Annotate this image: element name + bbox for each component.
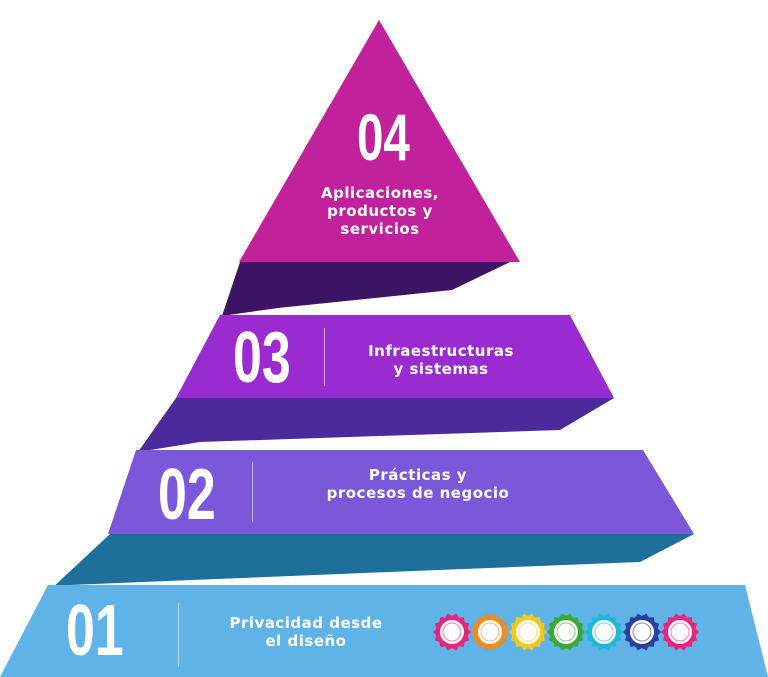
level-02-label: Prácticas y procesos de negocio bbox=[288, 466, 548, 502]
badge-inner-ring bbox=[518, 622, 538, 642]
level-03-number: 03 bbox=[233, 318, 291, 398]
level-01-label: Privacidad desde el diseño bbox=[196, 614, 416, 650]
level-04-label-line-1: Aplicaciones, bbox=[321, 184, 439, 202]
level-01-divider bbox=[178, 603, 179, 667]
level-02-divider bbox=[252, 462, 253, 522]
principles-badges bbox=[433, 613, 699, 651]
badge-inner-ring bbox=[442, 622, 462, 642]
badge-inner-circle bbox=[630, 620, 654, 644]
connector-band-3-4 bbox=[222, 262, 510, 316]
badge-inner-ring bbox=[556, 622, 576, 642]
connector-band-2-3 bbox=[138, 398, 614, 452]
badge-inner-circle bbox=[516, 620, 540, 644]
level-01-label-line-1: Privacidad desde bbox=[229, 614, 383, 632]
badge-inner-circle bbox=[440, 620, 464, 644]
level-01-label-line-2: el diseño bbox=[265, 632, 347, 650]
level-02-band bbox=[108, 450, 694, 534]
level-03-divider bbox=[324, 328, 325, 386]
level-03-label: Infraestructuras y sistemas bbox=[336, 342, 546, 378]
level-04-label: Aplicaciones, productos y servicios bbox=[300, 184, 460, 238]
level-04-label-line-3: servicios bbox=[340, 220, 420, 238]
badge-inner-circle bbox=[478, 620, 502, 644]
level-01-number: 01 bbox=[66, 591, 124, 671]
level-04-label-line-2: productos y bbox=[327, 202, 433, 220]
badge-inner-circle bbox=[668, 620, 692, 644]
level-03-label-line-1: Infraestructuras bbox=[368, 342, 514, 360]
level-02-label-line-1: Prácticas y bbox=[368, 466, 468, 484]
level-04-triangle bbox=[239, 20, 520, 262]
badge-inner-ring bbox=[632, 622, 652, 642]
level-03-label-line-2: y sistemas bbox=[393, 360, 489, 378]
badge-inner-ring bbox=[480, 622, 500, 642]
badge-inner-ring bbox=[594, 622, 614, 642]
level-04-number: 04 bbox=[357, 100, 410, 174]
level-01-band bbox=[0, 585, 768, 677]
badge-inner-circle bbox=[554, 620, 578, 644]
badge-inner-ring bbox=[670, 622, 690, 642]
connector-band-1-2 bbox=[50, 534, 694, 590]
level-03-band bbox=[176, 315, 614, 398]
badge-inner-circle bbox=[592, 620, 616, 644]
level-02-label-line-2: procesos de negocio bbox=[326, 484, 510, 502]
level-02-number: 02 bbox=[158, 455, 216, 535]
